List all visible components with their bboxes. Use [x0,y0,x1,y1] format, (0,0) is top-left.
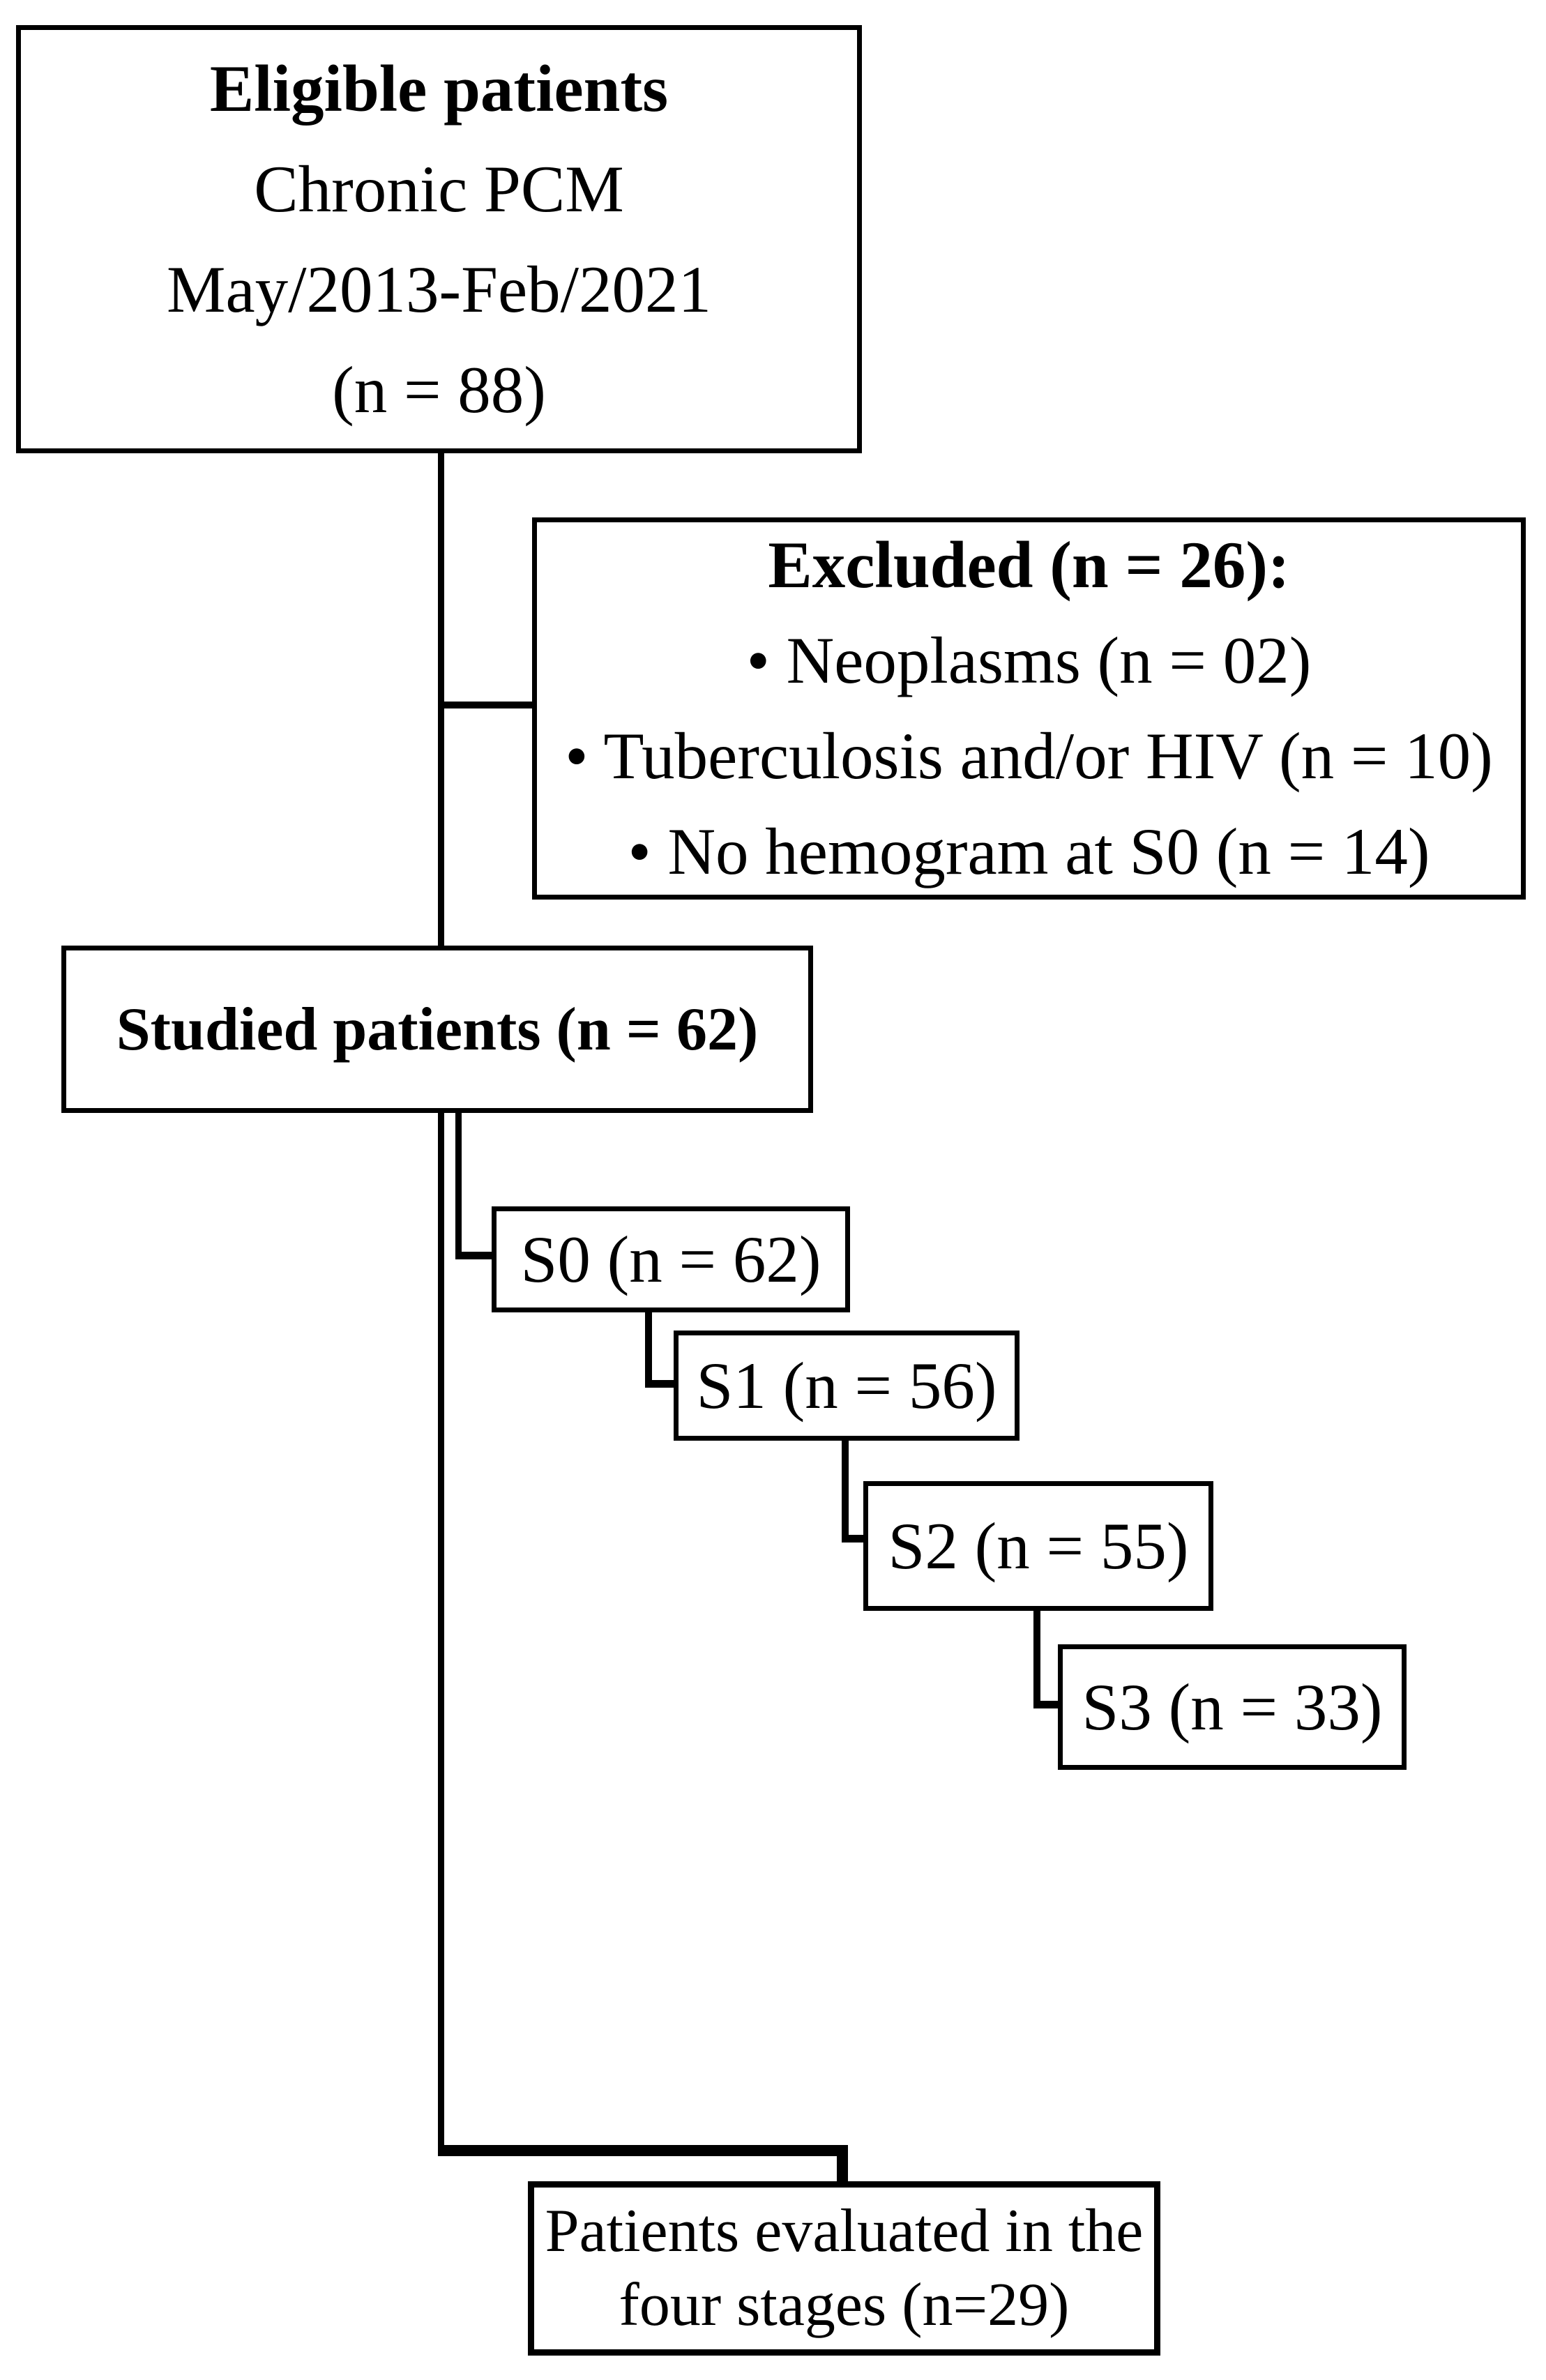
connector-s2-to-s3-horizontal [1033,1701,1059,1708]
eligible-patients-box: Eligible patients Chronic PCM May/2013-F… [16,25,862,453]
connector-s2-to-s3-vertical [1033,1611,1040,1708]
connector-s0-to-s1-vertical [645,1312,652,1388]
connector-to-excluded-box [438,702,533,708]
studied-patients-label: Studied patients (n = 62) [116,995,759,1063]
connector-s1-to-s2-vertical [842,1441,849,1543]
excluded-item-no-hemogram: • No hemogram at S0 (n = 14) [628,814,1430,888]
final-label-line-1: Patients evaluated in the [545,2197,1144,2265]
excluded-item-neoplasms: • Neoplasms (n = 02) [746,623,1312,697]
connector-s1-to-s2-horizontal [842,1535,865,1543]
stage-label-s0: S0 (n = 62) [520,1222,821,1296]
connector-eligible-to-studied [438,453,444,946]
eligible-title: Eligible patients [209,52,669,126]
eligible-count-line: (n = 88) [332,353,546,427]
connector-s0-to-s1-horizontal [645,1380,675,1388]
connector-to-final-horizontal [438,2145,848,2156]
stage-label-s2: S2 (n = 55) [888,1509,1189,1583]
stage-label-s1: S1 (n = 56) [696,1349,997,1423]
connector-to-final-drop [837,2145,848,2181]
stage-box-s3: S3 (n = 33) [1058,1644,1407,1770]
connector-studied-to-s0-vertical [455,1113,462,1259]
excluded-item-tuberculosis-hiv: • Tuberculosis and/or HIV (n = 10) [565,719,1493,793]
excluded-box: Excluded (n = 26): • Neoplasms (n = 02) … [532,517,1526,900]
connector-studied-to-s0-horizontal [455,1252,493,1259]
stage-box-s2: S2 (n = 55) [863,1481,1213,1611]
final-label-line-2: four stages (n=29) [619,2271,1070,2339]
stage-box-s1: S1 (n = 56) [674,1331,1020,1441]
eligible-period-line: May/2013-Feb/2021 [166,252,712,326]
stage-box-s0: S0 (n = 62) [492,1206,850,1312]
eligible-condition-line: Chronic PCM [254,152,624,226]
connector-studied-to-final [438,1113,444,2156]
stage-label-s3: S3 (n = 33) [1082,1670,1383,1744]
final-evaluated-box: Patients evaluated in the four stages (n… [528,2181,1160,2356]
studied-patients-box: Studied patients (n = 62) [61,946,813,1113]
excluded-title: Excluded (n = 26): [768,528,1290,602]
